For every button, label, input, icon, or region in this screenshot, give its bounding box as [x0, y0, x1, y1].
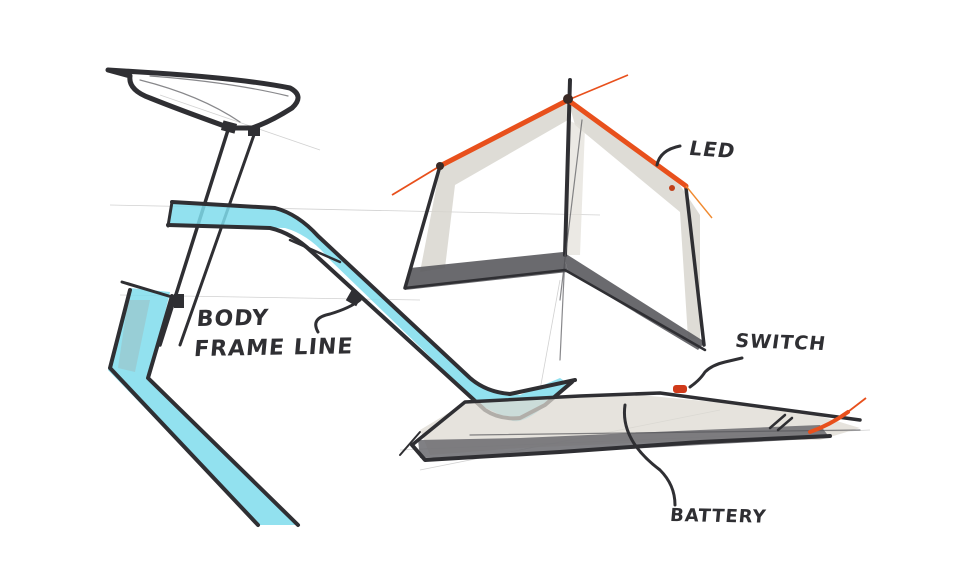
- switch-marker: [673, 385, 687, 393]
- battery-label: BATTERY: [669, 505, 768, 528]
- battery-deck: [399, 385, 867, 462]
- led-label: LED: [686, 136, 738, 163]
- leader-lines: [314, 144, 744, 507]
- body-frame: [108, 200, 577, 527]
- seat: [105, 67, 301, 347]
- body-frame-line-label-line2: FRAME LINE: [193, 334, 355, 363]
- lamp-head: [391, 74, 713, 361]
- body-frame-line-label-line1: BODY: [195, 305, 270, 333]
- body-frame-line-label: BODY FRAME LINE: [193, 302, 357, 365]
- switch-label: SWITCH: [733, 330, 828, 356]
